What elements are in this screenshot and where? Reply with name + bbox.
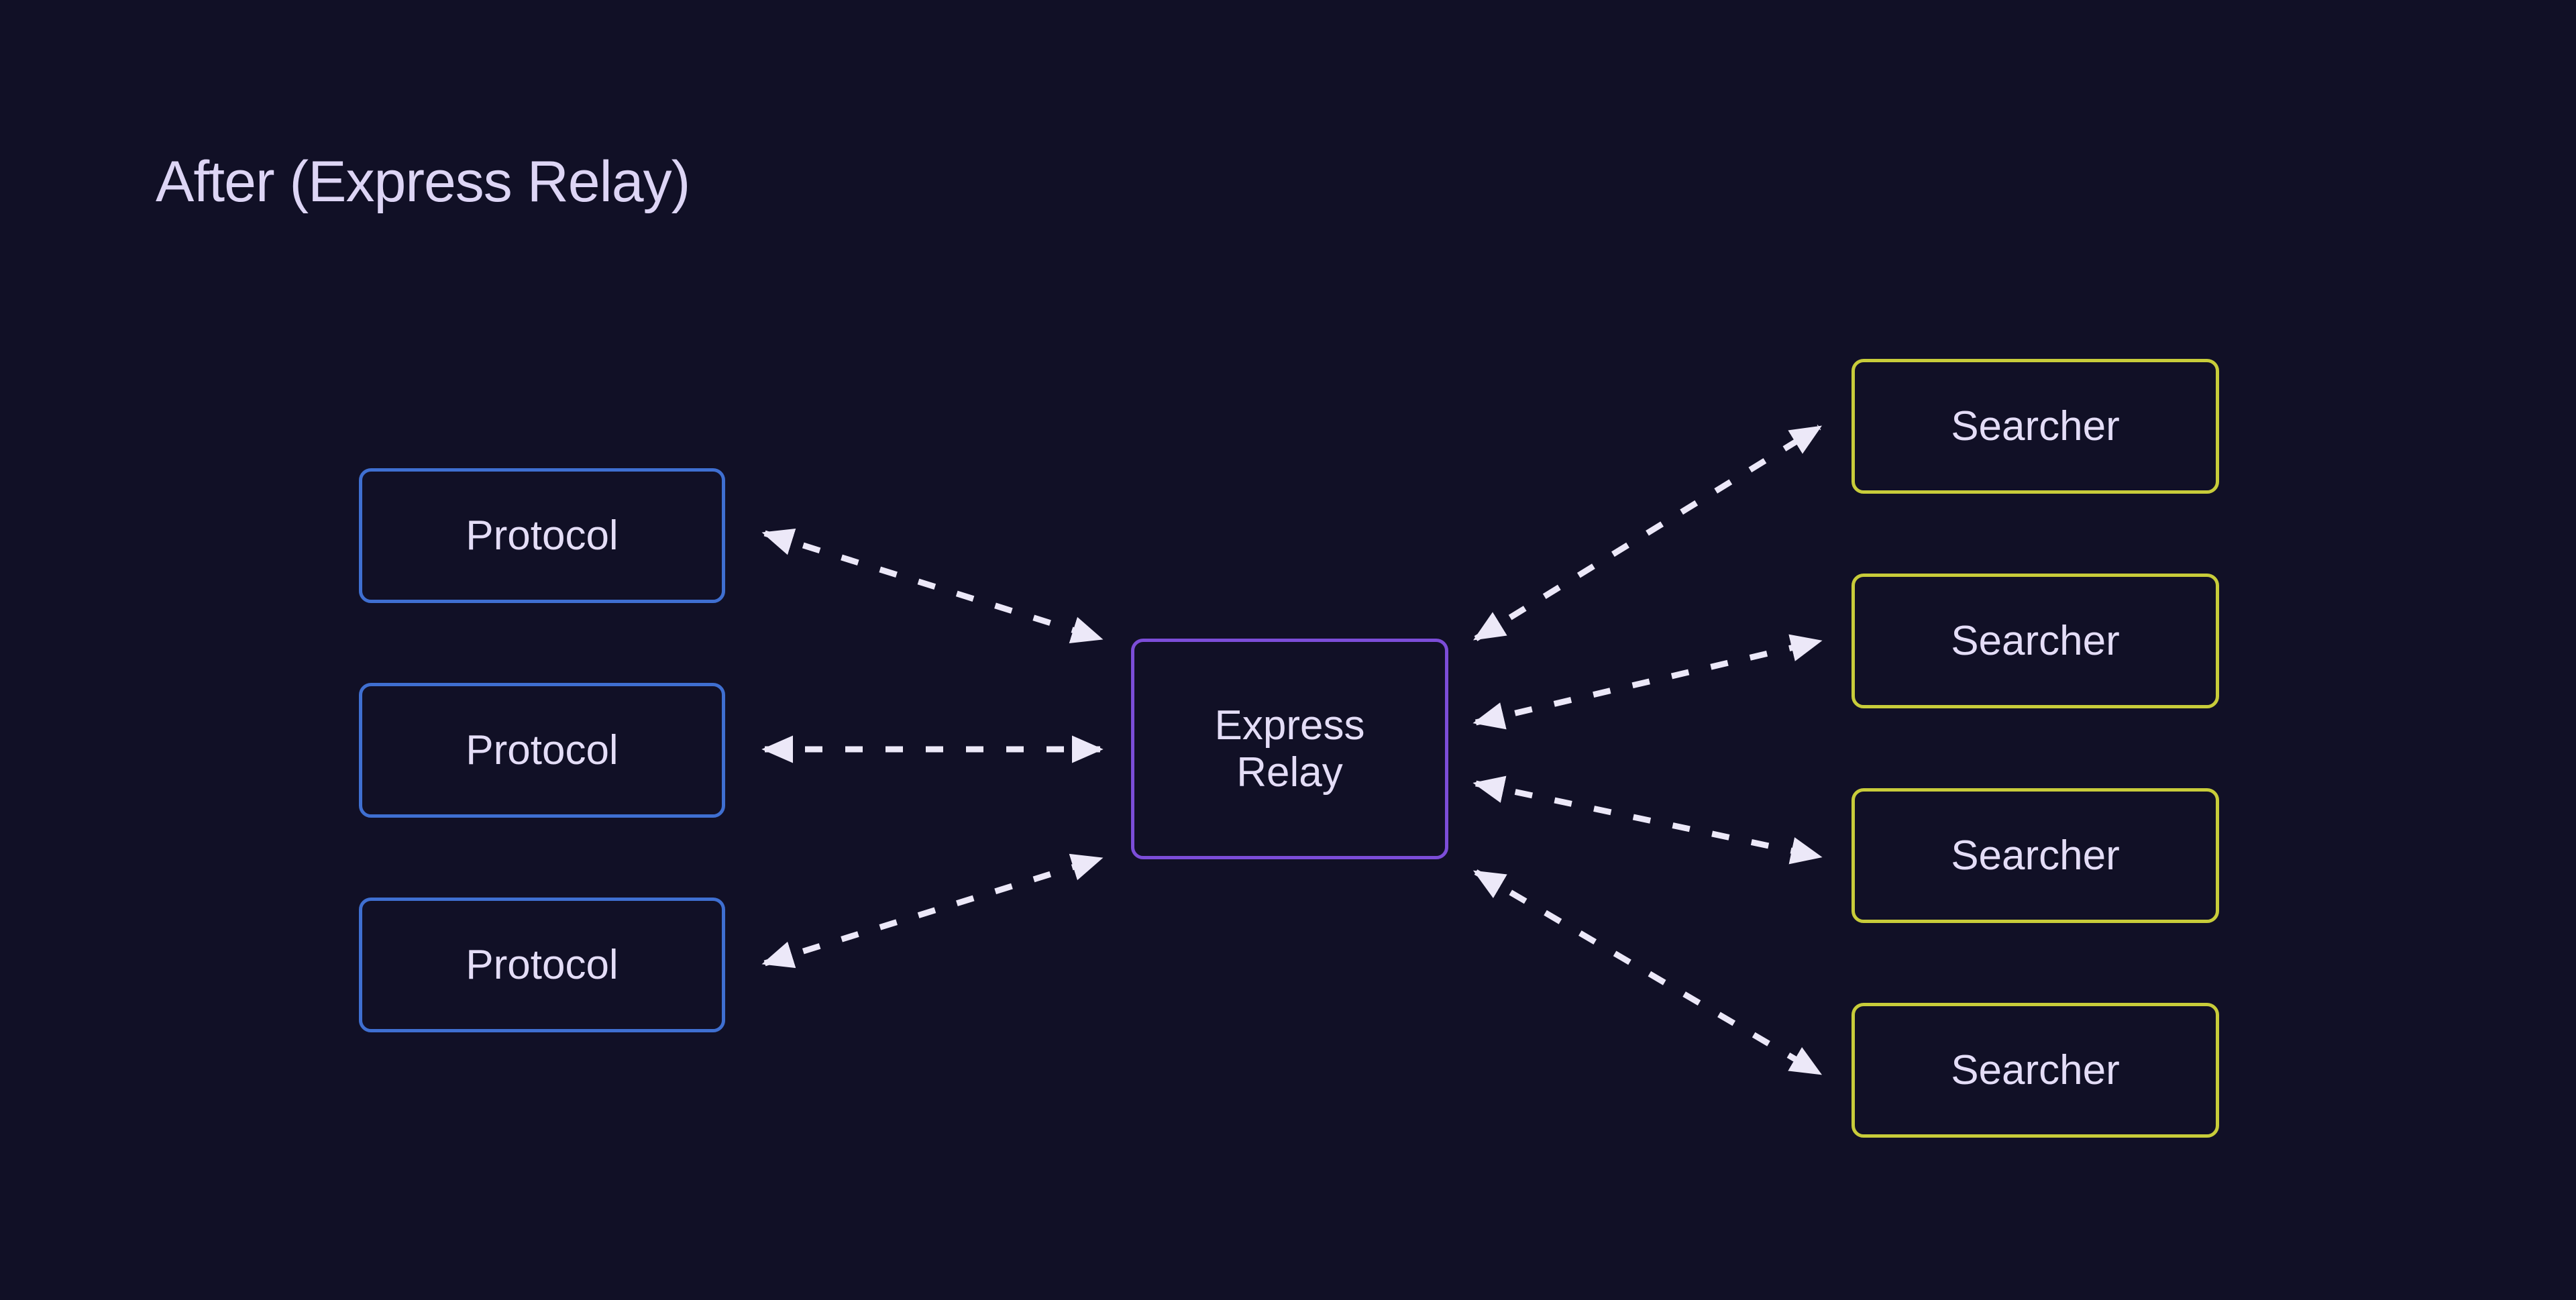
node-protocol-2[interactable]: Protocol (359, 683, 725, 818)
connector-searcher-4 (1472, 869, 1823, 1076)
node-protocol-1[interactable]: Protocol (359, 468, 725, 603)
connector-searcher-2 (1472, 634, 1823, 730)
connector-protocol-3 (761, 853, 1104, 969)
node-searcher-3[interactable]: Searcher (1851, 788, 2219, 923)
node-searcher-2[interactable]: Searcher (1851, 574, 2219, 708)
node-searcher-1-label: Searcher (1951, 402, 2120, 449)
node-protocol-2-label: Protocol (466, 726, 619, 773)
node-searcher-3-label: Searcher (1951, 832, 2120, 879)
node-searcher-1[interactable]: Searcher (1851, 359, 2219, 494)
connector-searcher-1 (1473, 425, 1822, 641)
node-searcher-2-label: Searcher (1951, 617, 2120, 664)
node-protocol-3[interactable]: Protocol (359, 898, 725, 1032)
node-searcher-4[interactable]: Searcher (1851, 1003, 2219, 1138)
node-protocol-3-label: Protocol (466, 941, 619, 988)
connector-searcher-3 (1472, 775, 1823, 865)
node-searcher-4-label: Searcher (1951, 1046, 2120, 1093)
node-express-relay[interactable]: Express Relay (1131, 639, 1448, 859)
page-title: After (Express Relay) (156, 150, 690, 214)
connector-protocol-1 (761, 528, 1104, 644)
node-express-relay-label-line2: Relay (1236, 749, 1343, 796)
node-express-relay-label-line1: Express (1214, 702, 1365, 749)
node-express-relay-label: Express Relay (1215, 702, 1365, 796)
node-protocol-1-label: Protocol (466, 512, 619, 559)
